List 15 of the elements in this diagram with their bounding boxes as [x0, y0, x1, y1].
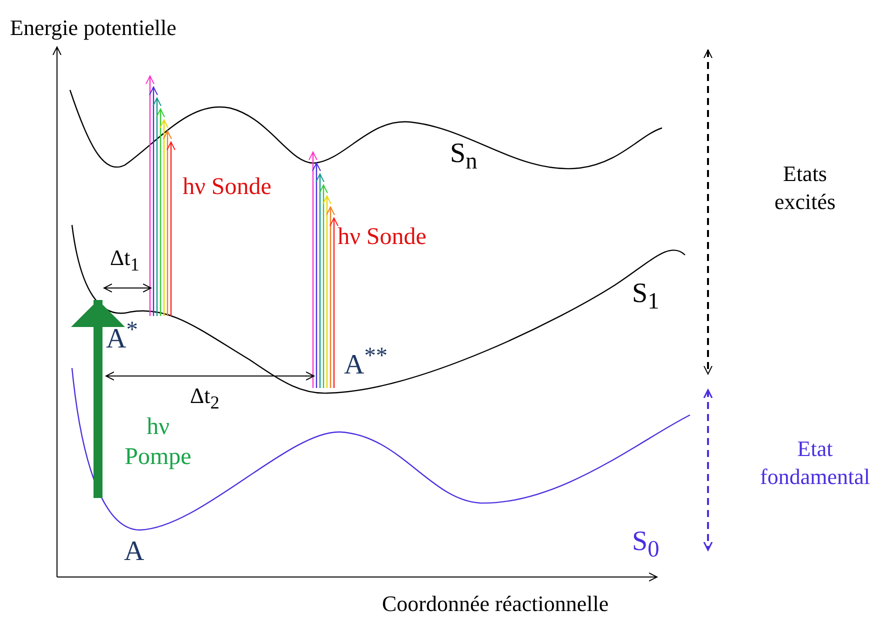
state-label: S$_{1}$ [632, 277, 660, 317]
state-label: S$_{0}$ [632, 525, 660, 565]
state-label: S$_{n}$ [450, 137, 478, 177]
delay-label: Δt$_{2}$ [190, 382, 220, 414]
axis-title: Energie potentielle [10, 14, 176, 42]
axis-title: Coordonnée réactionnelle [382, 590, 609, 618]
state-label: A$^{*}$ [106, 316, 138, 356]
probe-label: hν Sonde [182, 173, 272, 202]
state-label: A$^{**}$ [344, 342, 388, 382]
region-label: Etats excités [773, 160, 837, 215]
state-label: A [124, 535, 144, 569]
probe-label: hν Sonde [337, 223, 427, 252]
region-label: Etat fondamental [759, 435, 871, 490]
delay-label: Δt$_{1}$ [110, 244, 140, 276]
pump-label: hν Pompe [124, 413, 192, 472]
